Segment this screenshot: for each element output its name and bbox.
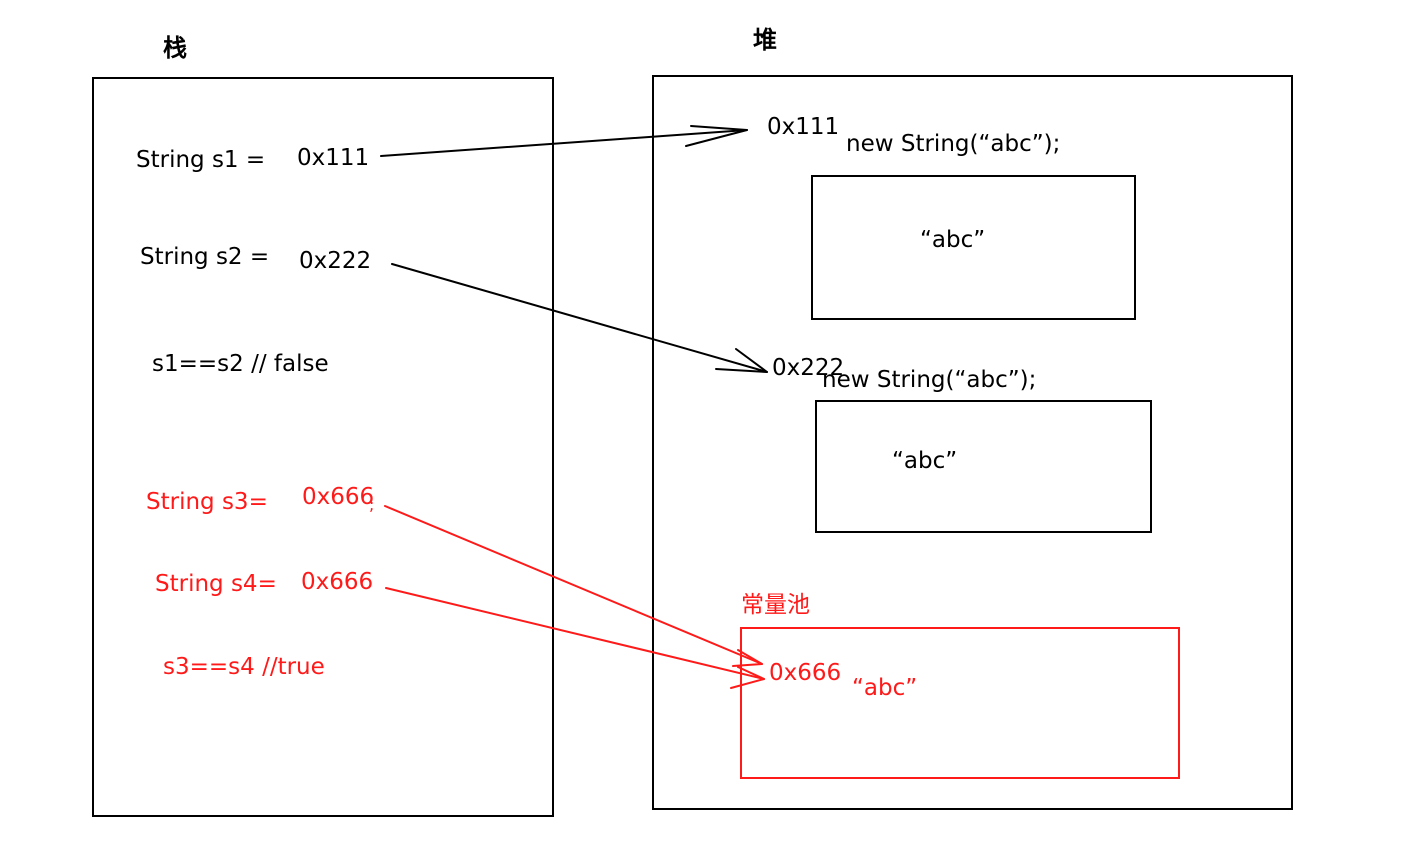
constant-pool-title: 常量池 <box>741 592 810 618</box>
s4-declaration: String s4= <box>155 571 277 597</box>
obj1-address: 0x111 <box>767 114 840 140</box>
obj2-value: “abc” <box>892 448 958 474</box>
s1-s2-comparison: s1==s2 // false <box>152 351 329 377</box>
obj1-constructor: new String(“abc”); <box>846 131 1061 157</box>
s2-declaration: String s2 = <box>140 244 270 270</box>
obj1-value: “abc” <box>920 227 986 253</box>
s4-reference: 0x666 <box>301 569 374 595</box>
pool-value: “abc” <box>852 675 918 701</box>
obj2-constructor: new String(“abc”); <box>822 367 1037 393</box>
obj1-box <box>811 175 1136 320</box>
s1-reference: 0x111 <box>297 145 370 171</box>
arrow-s1-to-0x111 <box>380 125 748 157</box>
s1-declaration: String s1 = <box>136 147 266 173</box>
heap-title: 堆 <box>753 26 777 54</box>
s2-reference: 0x222 <box>299 248 372 274</box>
heap-region <box>652 75 1293 810</box>
s3-declaration: String s3= <box>146 489 268 515</box>
arrow-s2-to-0x222 <box>391 263 768 373</box>
constant-pool-box <box>740 627 1180 779</box>
obj2-address: 0x222 <box>772 355 845 381</box>
s3-s4-comparison: s3==s4 //true <box>163 654 325 680</box>
obj2-box <box>815 400 1152 533</box>
stack-title: 栈 <box>163 34 187 62</box>
pool-address: 0x666 <box>769 660 842 686</box>
arrow-s4-to-0x666 <box>385 587 765 689</box>
stack-region <box>92 77 554 817</box>
s3-semicolon: ; <box>369 495 375 514</box>
arrow-s3-to-0x666 <box>384 505 763 667</box>
s3-reference: 0x666 <box>302 484 375 510</box>
